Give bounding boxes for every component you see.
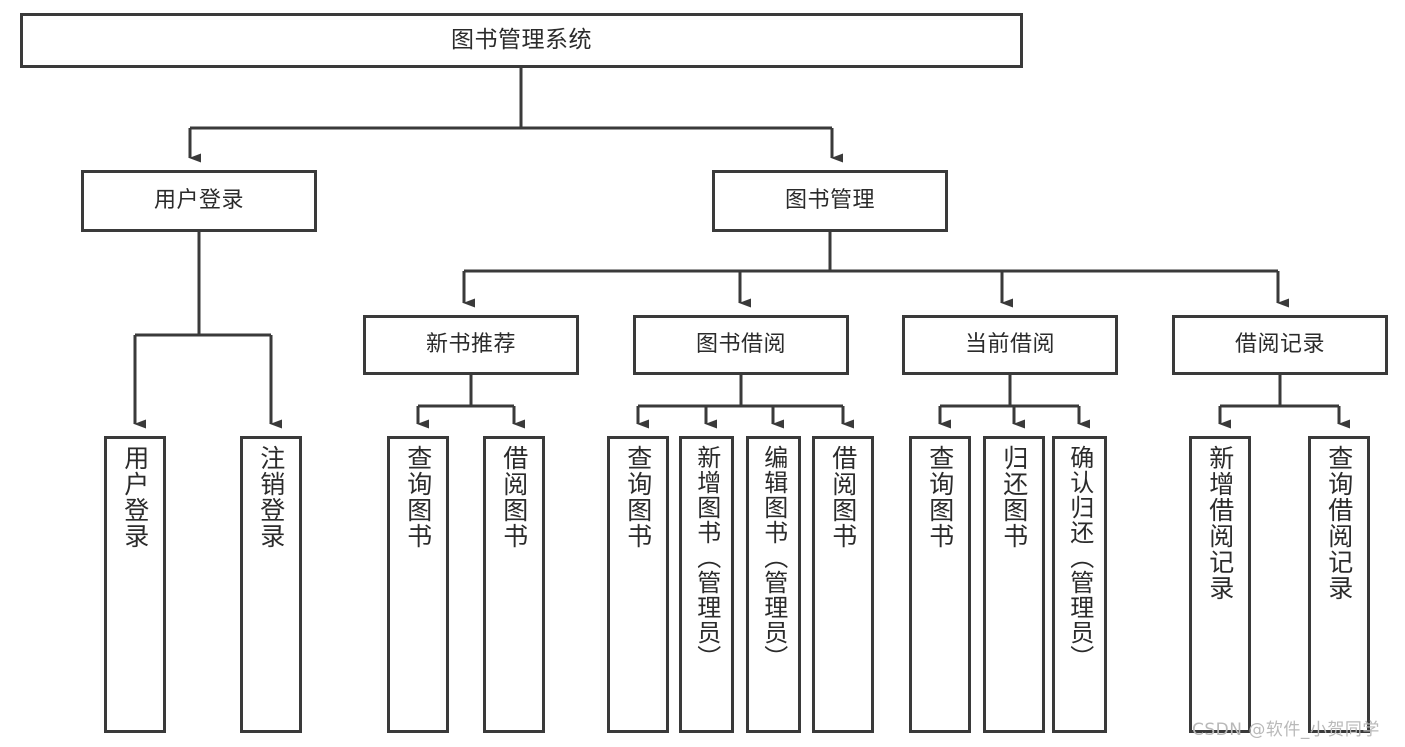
edge-borrowrecord-to-leaves — [1218, 375, 1350, 429]
node-leaf-borrow-book-1-label: 借阅图书 — [499, 445, 529, 549]
node-leaf-borrow-book-2-label: 借阅图书 — [828, 445, 858, 549]
node-leaf-query-record-label: 查询借阅记录 — [1324, 445, 1354, 601]
node-leaf-query-record[interactable]: 查询借阅记录 — [1308, 436, 1370, 733]
node-root[interactable]: 图书管理系统 — [20, 13, 1023, 68]
edge-bookmanage-to-level3 — [462, 232, 1289, 308]
node-leaf-confirm-return-label: 确认归还（管理员） — [1065, 445, 1094, 670]
node-leaf-return-book-label: 归还图书 — [999, 445, 1029, 549]
node-leaf-add-record-label: 新增借阅记录 — [1205, 445, 1235, 601]
edge-newbook-to-leaves — [416, 375, 525, 429]
node-leaf-user-login[interactable]: 用户登录 — [104, 436, 166, 733]
node-leaf-query-book-1-label: 查询图书 — [403, 445, 433, 549]
node-leaf-query-book-1[interactable]: 查询图书 — [387, 436, 449, 733]
node-leaf-edit-book-label: 编辑图书（管理员） — [759, 445, 788, 670]
node-current-borrow-label: 当前借阅 — [964, 332, 1055, 358]
node-leaf-user-login-label: 用户登录 — [120, 445, 150, 549]
edge-currentborrow-to-leaves — [938, 375, 1090, 429]
edge-root-to-level2 — [188, 68, 843, 163]
node-leaf-borrow-book-1[interactable]: 借阅图书 — [483, 436, 545, 733]
node-leaf-query-book-2-label: 查询图书 — [623, 445, 653, 549]
node-root-label: 图书管理系统 — [451, 26, 592, 53]
node-leaf-query-book-3[interactable]: 查询图书 — [909, 436, 971, 733]
node-book-manage-label: 图书管理 — [784, 188, 875, 214]
node-new-book-recommend[interactable]: 新书推荐 — [363, 315, 579, 375]
node-user-login[interactable]: 用户登录 — [81, 170, 317, 232]
node-book-borrow[interactable]: 图书借阅 — [633, 315, 849, 375]
watermark: CSDN @软件_小贺同学 — [1192, 720, 1380, 740]
edge-userlogin-to-leaves — [133, 232, 282, 429]
edge-bookborrow-to-leaves — [636, 375, 854, 429]
node-leaf-edit-book[interactable]: 编辑图书（管理员） — [746, 436, 801, 733]
node-leaf-add-book-label: 新增图书（管理员） — [692, 445, 721, 670]
node-leaf-confirm-return[interactable]: 确认归还（管理员） — [1052, 436, 1107, 733]
node-borrow-record[interactable]: 借阅记录 — [1172, 315, 1388, 375]
node-leaf-add-book[interactable]: 新增图书（管理员） — [679, 436, 734, 733]
node-borrow-record-label: 借阅记录 — [1234, 332, 1325, 358]
node-leaf-query-book-2[interactable]: 查询图书 — [607, 436, 669, 733]
node-book-borrow-label: 图书借阅 — [695, 332, 786, 358]
node-new-book-recommend-label: 新书推荐 — [425, 332, 516, 358]
node-book-manage[interactable]: 图书管理 — [712, 170, 948, 232]
node-leaf-return-book[interactable]: 归还图书 — [983, 436, 1045, 733]
node-leaf-query-book-3-label: 查询图书 — [925, 445, 955, 549]
node-user-login-label: 用户登录 — [153, 188, 244, 214]
node-leaf-add-record[interactable]: 新增借阅记录 — [1189, 436, 1251, 733]
node-leaf-user-logout[interactable]: 注销登录 — [240, 436, 302, 733]
node-current-borrow[interactable]: 当前借阅 — [902, 315, 1118, 375]
node-leaf-borrow-book-2[interactable]: 借阅图书 — [812, 436, 874, 733]
node-leaf-user-logout-label: 注销登录 — [256, 445, 286, 549]
